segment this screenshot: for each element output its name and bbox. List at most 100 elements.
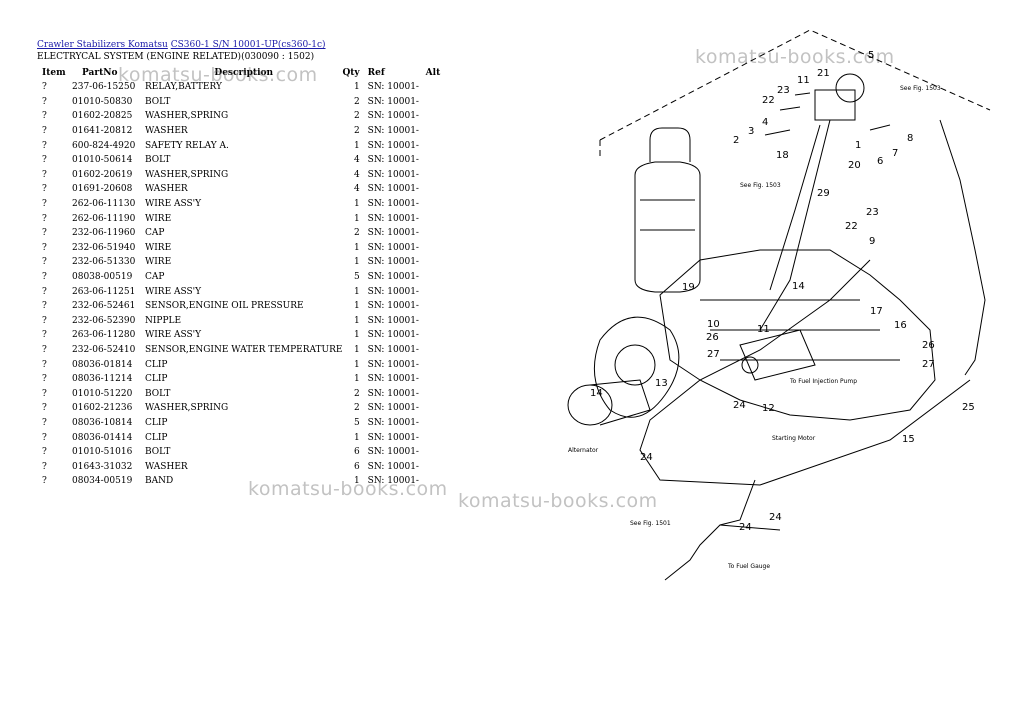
breadcrumb-link-model[interactable]: CS360-1 S/N 10001-UP(cs360-1c) xyxy=(170,40,326,50)
row-partno: 600-824-4920 xyxy=(72,140,136,151)
row-alt xyxy=(426,401,456,416)
row-alt xyxy=(426,255,456,270)
row-qty: 1 xyxy=(353,315,360,326)
row-description: SENSOR,ENGINE WATER TEMPERATURE xyxy=(145,344,343,355)
svg-text:23: 23 xyxy=(866,207,879,218)
row-alt xyxy=(426,416,456,431)
row-ref: SN: 10001- xyxy=(367,286,419,297)
row-item: ? xyxy=(42,169,47,180)
row-description: WIRE ASS'Y xyxy=(145,199,202,210)
header-item: Item xyxy=(42,68,66,78)
row-alt xyxy=(426,445,456,460)
row-item: ? xyxy=(42,403,47,414)
row-description: SENSOR,ENGINE OIL PRESSURE xyxy=(145,301,304,312)
row-ref: SN: 10001- xyxy=(367,315,419,326)
row-item: ? xyxy=(42,126,47,137)
row-partno: 263-06-11251 xyxy=(72,286,136,297)
svg-text:12: 12 xyxy=(762,403,775,414)
row-description: BAND xyxy=(145,476,174,487)
row-item: ? xyxy=(42,344,47,355)
svg-text:2: 2 xyxy=(733,135,739,146)
svg-text:24: 24 xyxy=(640,452,653,463)
row-ref: SN: 10001- xyxy=(367,461,419,472)
row-ref: SN: 10001- xyxy=(367,111,419,122)
row-item: ? xyxy=(42,155,47,166)
row-partno: 232-06-52461 xyxy=(72,301,136,312)
breadcrumb-link-machine[interactable]: Crawler Stabilizers Komatsu xyxy=(37,40,168,50)
svg-text:23: 23 xyxy=(777,85,790,96)
row-partno: 01010-51220 xyxy=(72,388,133,399)
row-qty: 1 xyxy=(353,286,360,297)
svg-text:15: 15 xyxy=(902,434,915,445)
svg-text:14: 14 xyxy=(590,388,603,399)
row-item: ? xyxy=(42,228,47,239)
svg-text:See Fig. 1503: See Fig. 1503 xyxy=(740,182,781,189)
svg-text:24: 24 xyxy=(739,522,752,533)
row-item: ? xyxy=(42,432,47,443)
row-alt xyxy=(426,430,456,445)
row-partno: 01691-20608 xyxy=(72,184,133,195)
svg-text:29: 29 xyxy=(817,188,830,199)
row-ref: SN: 10001- xyxy=(367,476,419,487)
row-item: ? xyxy=(42,461,47,472)
row-alt xyxy=(426,109,456,124)
row-qty: 2 xyxy=(353,403,360,414)
row-alt xyxy=(426,95,456,110)
header-partno: PartNo xyxy=(82,68,118,78)
row-ref: SN: 10001- xyxy=(367,388,419,399)
row-alt xyxy=(426,153,456,168)
row-ref: SN: 10001- xyxy=(367,96,419,107)
header-ref: Ref xyxy=(367,68,385,78)
row-qty: 5 xyxy=(353,417,360,428)
row-ref: SN: 10001- xyxy=(367,374,419,385)
svg-text:19: 19 xyxy=(682,282,695,293)
row-partno: 232-06-51330 xyxy=(72,257,136,268)
row-alt xyxy=(426,241,456,256)
row-partno: 237-06-15250 xyxy=(72,82,136,93)
row-partno: 08038-00519 xyxy=(72,272,133,283)
row-description: CAP xyxy=(145,272,165,283)
row-qty: 4 xyxy=(353,169,360,180)
row-ref: SN: 10001- xyxy=(367,228,419,239)
row-qty: 1 xyxy=(353,374,360,385)
row-partno: 08036-11214 xyxy=(72,374,133,385)
svg-text:1: 1 xyxy=(855,140,861,151)
row-ref: SN: 10001- xyxy=(367,126,419,137)
row-description: BOLT xyxy=(145,388,171,399)
svg-text:To Fuel Injection Pump: To Fuel Injection Pump xyxy=(789,378,857,385)
row-description: WIRE xyxy=(145,242,172,253)
row-item: ? xyxy=(42,476,47,487)
row-item: ? xyxy=(42,417,47,428)
row-item: ? xyxy=(42,111,47,122)
svg-text:7: 7 xyxy=(892,148,898,159)
row-ref: SN: 10001- xyxy=(367,242,419,253)
row-description: WIRE ASS'Y xyxy=(145,286,202,297)
svg-text:24: 24 xyxy=(769,512,782,523)
row-item: ? xyxy=(42,199,47,210)
row-partno: 232-06-52390 xyxy=(72,315,136,326)
row-partno: 08036-01814 xyxy=(72,359,133,370)
row-item: ? xyxy=(42,242,47,253)
row-qty: 6 xyxy=(353,461,360,472)
row-description: CLIP xyxy=(145,374,168,385)
row-partno: 232-06-52410 xyxy=(72,344,136,355)
row-partno: 01010-50614 xyxy=(72,155,133,166)
row-partno: 01602-21236 xyxy=(72,403,133,414)
row-qty: 1 xyxy=(353,344,360,355)
row-alt xyxy=(426,343,456,358)
row-partno: 08036-10814 xyxy=(72,417,133,428)
svg-text:6: 6 xyxy=(877,156,883,167)
row-description: BOLT xyxy=(145,96,171,107)
row-alt xyxy=(426,80,456,95)
parts-table: Item PartNo Description Qty Ref Alt ?237… xyxy=(37,66,456,489)
row-alt xyxy=(426,284,456,299)
row-ref: SN: 10001- xyxy=(367,184,419,195)
row-qty: 4 xyxy=(353,155,360,166)
